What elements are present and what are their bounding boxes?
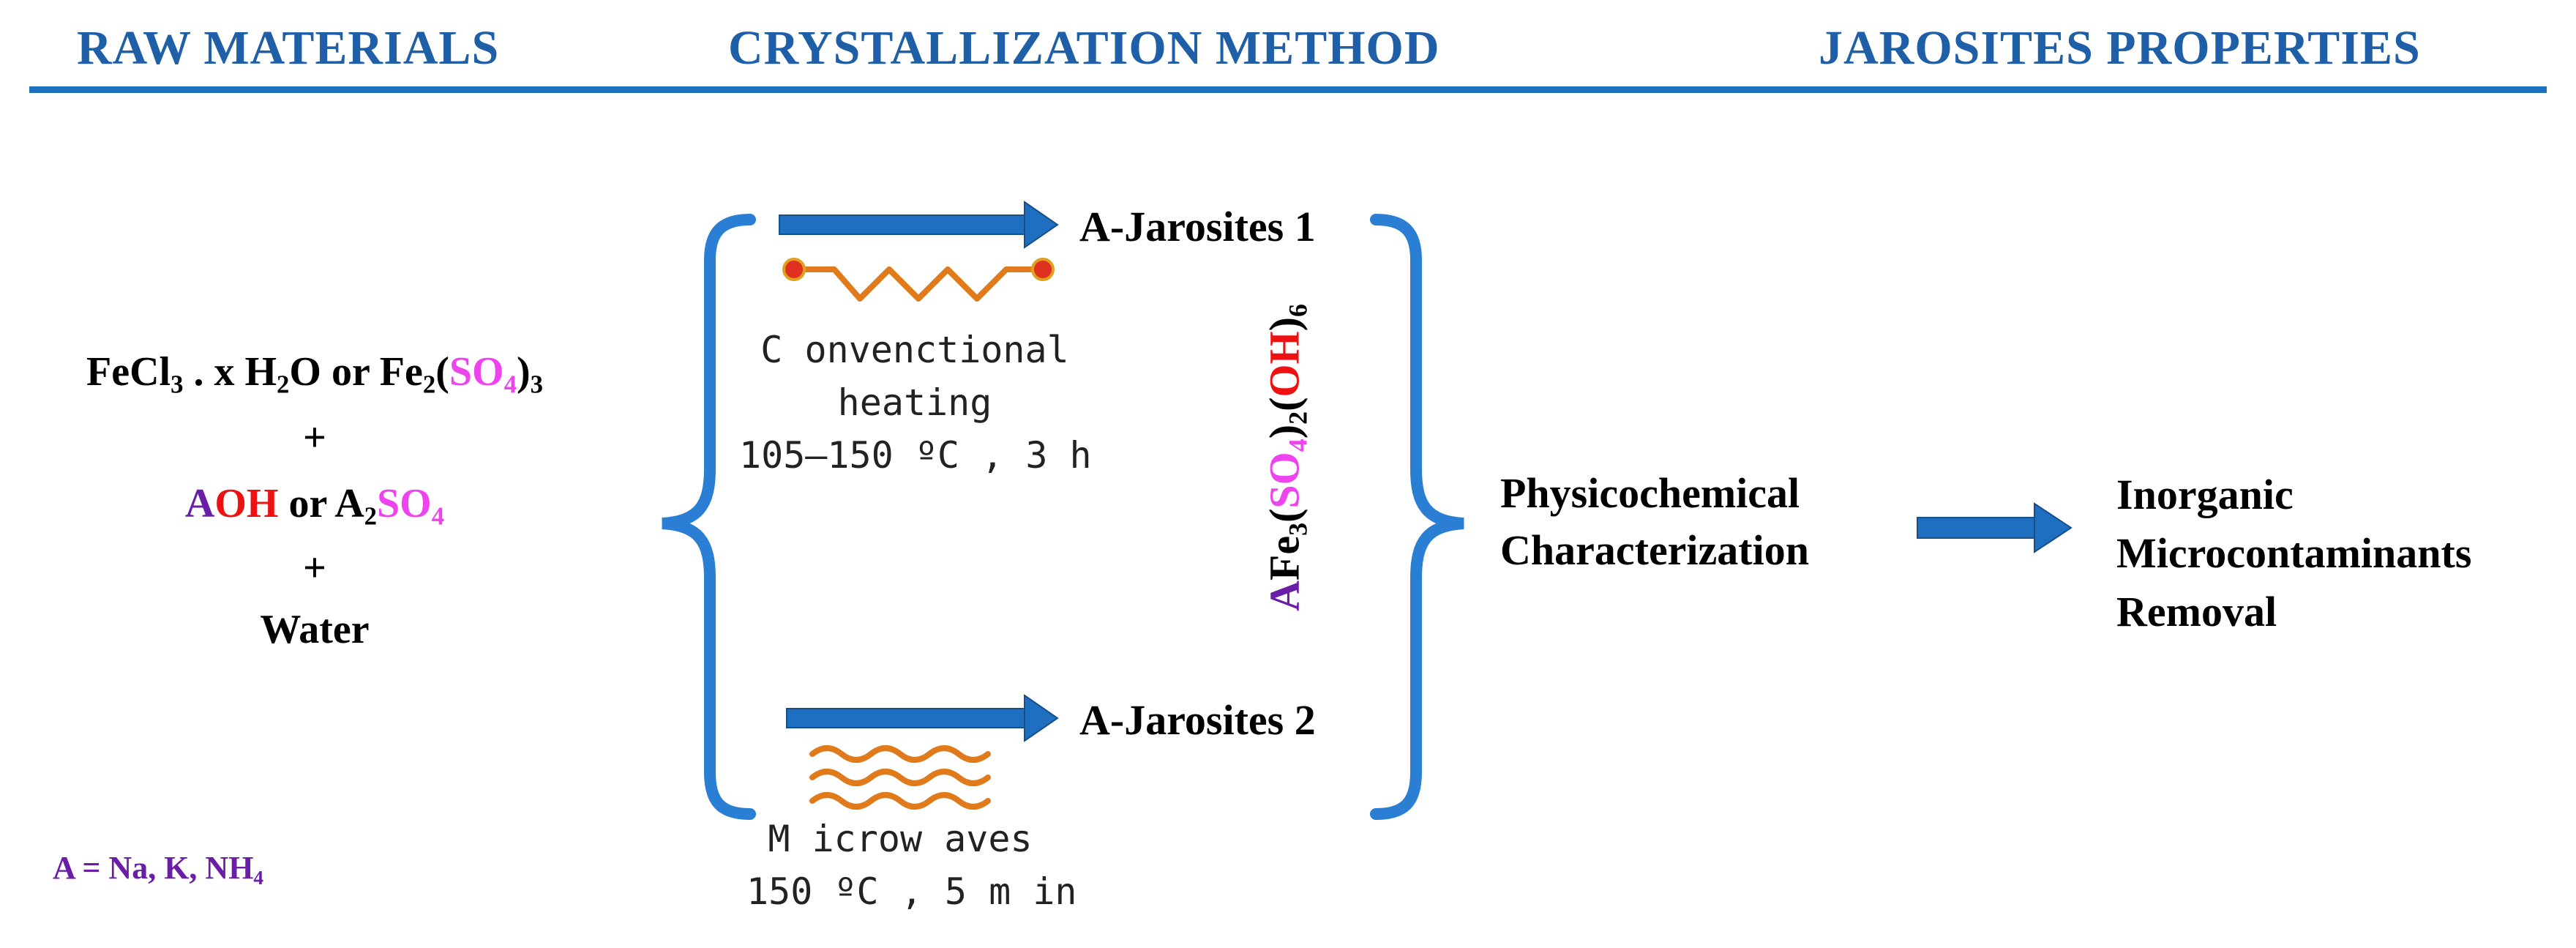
formula-oh: OH (1260, 331, 1308, 398)
right-curly-brace (1370, 214, 1464, 820)
formula-sub-2: 2 (1283, 411, 1313, 425)
characterization-line2: Characterization (1500, 526, 1809, 574)
arrow-to-removal-icon (1917, 502, 2073, 553)
so-text-2: SO (377, 481, 432, 526)
legend-a-definition: A = Na, K, NH4 (53, 849, 264, 889)
raw-materials-line1: FeCl3 . x H2O or Fe2(SO4)3 (15, 343, 615, 401)
formula-sub-4: 4 (1283, 438, 1313, 452)
sub-2b: 2 (422, 370, 436, 399)
plus-sign-1: + (303, 415, 326, 460)
removal-line1: Inorganic (2116, 471, 2294, 518)
legend-text: A = Na, K, NH (53, 850, 254, 886)
arrow-microwaves-icon (786, 694, 1059, 742)
heater-resistor-icon (782, 258, 1055, 302)
sub-2: 2 (277, 370, 290, 399)
removal-label: Inorganic Microcontaminants Removal (2116, 466, 2471, 641)
left-curly-brace (662, 214, 756, 820)
sub-2c: 2 (364, 501, 378, 531)
conventional-line2: heating (837, 381, 992, 424)
header-jarosites-properties: JAROSITES PROPERTIES (1819, 21, 2421, 75)
sub-3: 3 (171, 370, 184, 399)
product-jarosites-1: A-Jarosites 1 (1079, 203, 1316, 250)
o-or-fe-text: O or Fe (289, 349, 423, 395)
paren-open: ( (435, 349, 449, 395)
header-crystallization-method: CRYSTALLIZATION METHOD (728, 21, 1440, 75)
oh-text: OH (214, 481, 279, 526)
a-text: A (184, 481, 215, 526)
product-jarosites-2: A-Jarosites 2 (1079, 696, 1316, 744)
conventional-heating-label: C onvenctional heating 105–150 ºC , 3 h (739, 324, 1092, 482)
jarosite-formula: AFe3(SO4)2(OH)6 (1260, 304, 1313, 611)
water-text: Water (260, 607, 370, 652)
characterization-line1: Physicochemical (1500, 469, 1800, 517)
formula-paren-3: ( (1260, 397, 1308, 411)
formula-paren-4: ) (1260, 317, 1308, 332)
formula-paren-2: ) (1260, 424, 1308, 439)
formula-sub-3: 3 (1283, 522, 1313, 536)
microwaves-line1: M icrow aves (768, 818, 1033, 860)
legend-sub-4: 4 (253, 867, 264, 889)
header-raw-materials: RAW MATERIALS (77, 21, 500, 75)
plus-sign-2: + (303, 545, 326, 591)
paren-close: ) (516, 349, 531, 395)
formula-paren-1: ( (1260, 508, 1308, 523)
conventional-line3: 105–150 ºC , 3 h (739, 434, 1092, 477)
arrow-conventional-icon (779, 201, 1059, 249)
raw-materials-line2: AOH or A2SO4 (15, 474, 615, 533)
sub-3b: 3 (530, 370, 543, 399)
formula-so: SO (1260, 452, 1308, 509)
formula-sub-6: 6 (1283, 304, 1313, 318)
microwaves-label: M icrow aves 150 ºC , 5 m in (746, 813, 1077, 918)
sub-4: 4 (503, 370, 517, 399)
microwave-waves-icon (809, 745, 991, 810)
conventional-line1: C onvenctional (760, 329, 1069, 371)
header-underline (29, 86, 2547, 93)
fecl-text: FeCl (86, 349, 171, 395)
raw-materials-block: FeCl3 . x H2O or Fe2(SO4)3 + AOH or A2SO… (15, 343, 615, 659)
formula-fe: Fe (1260, 535, 1308, 581)
removal-line3: Removal (2116, 588, 2277, 635)
microwaves-line2: 150 ºC , 5 m in (746, 870, 1077, 913)
characterization-label: Physicochemical Characterization (1500, 465, 1809, 579)
removal-line2: Microcontaminants (2116, 529, 2472, 577)
or-a-text: or A (278, 481, 364, 526)
x-h-text: . x H (183, 349, 277, 395)
so-text: SO (449, 349, 504, 395)
sub-4b: 4 (431, 501, 445, 531)
formula-a: A (1260, 581, 1308, 611)
